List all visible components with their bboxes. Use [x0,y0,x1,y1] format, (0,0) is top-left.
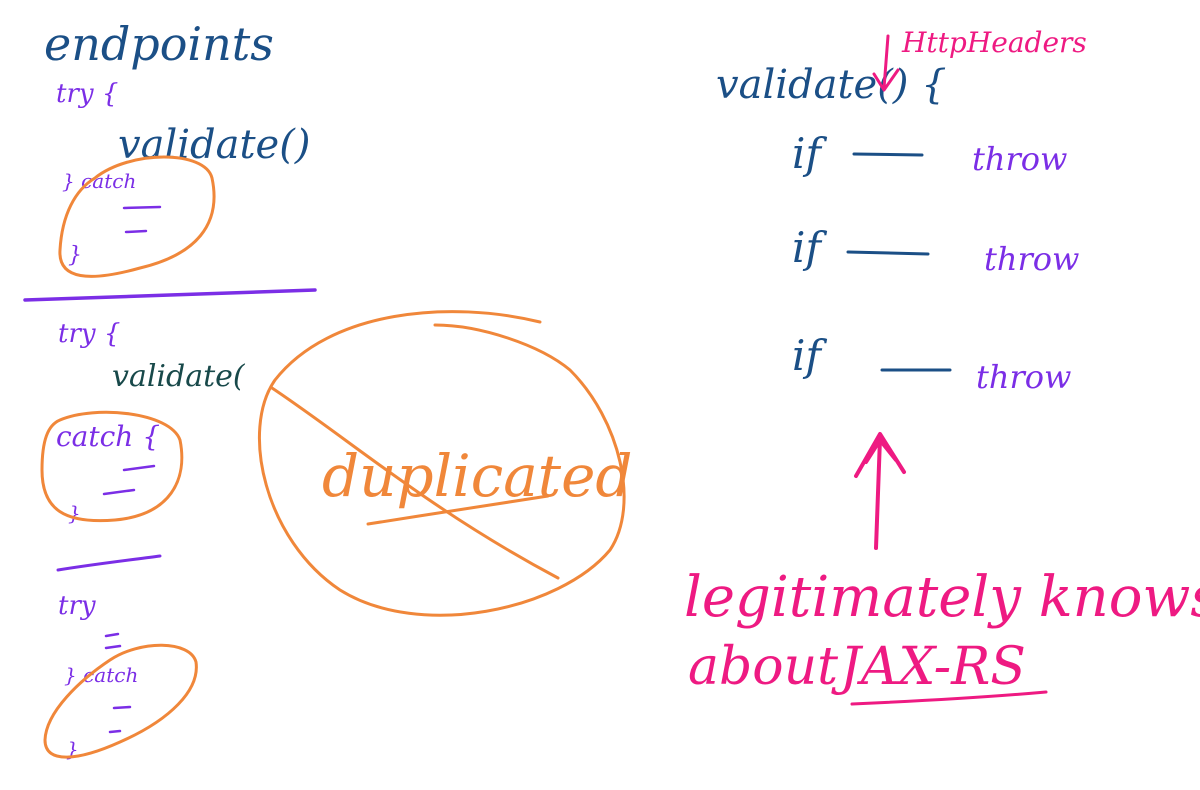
if-keyword-2: if [792,223,827,272]
block2-close: } [68,501,81,525]
duplicated-ellipse [257,310,626,617]
throw-2: throw [984,240,1079,278]
if-dash-1 [852,152,924,157]
validate-method: validate() { [716,62,947,108]
block1-catch-line-2 [124,229,148,234]
note-line-2-jaxrs: JAX-RS [831,637,1026,697]
block3-line-1 [104,632,120,638]
block1-close: } [68,243,82,268]
if-keyword-3: if [792,331,827,380]
block1-validate-call: validate() [118,122,310,168]
http-headers-note: HttpHeaders [901,26,1087,59]
block3-catch-loop [43,643,198,759]
block1-catch-loop [58,155,216,278]
up-arrow-icon [854,432,906,550]
duplicated-label: duplicated [322,442,633,510]
endpoints-heading: endpoints [44,17,274,71]
throw-1: throw [972,140,1067,178]
throw-3: throw [976,358,1071,396]
duplicated-underline [366,494,550,526]
block3-catch-line-1 [112,705,132,710]
block1-catch-line-1 [122,205,162,210]
divider-1 [23,288,317,302]
jaxrs-underline [850,690,1048,706]
block3-try: try [58,591,96,621]
block1-catch: } catch [62,169,136,193]
if-keyword-1: if [792,129,827,178]
block3-catch-line-2 [108,729,122,734]
block2-try: try { [58,319,120,349]
note-line-2-prefix: about [688,637,838,697]
block1-try: try { [56,79,118,109]
if-dash-2 [846,250,930,256]
duplicated-strike [270,386,560,580]
block2-catch-loop [40,410,184,523]
block2-catch-line-2 [102,488,136,496]
block2-catch-line-1 [122,464,156,472]
note-line-1: legitimately knows [684,565,1200,630]
block3-line-2 [104,644,122,650]
block2-validate-call: validate( [112,359,246,394]
divider-2 [56,554,162,572]
param-arrow-icon [872,34,900,92]
block2-catch: catch { [56,420,160,453]
